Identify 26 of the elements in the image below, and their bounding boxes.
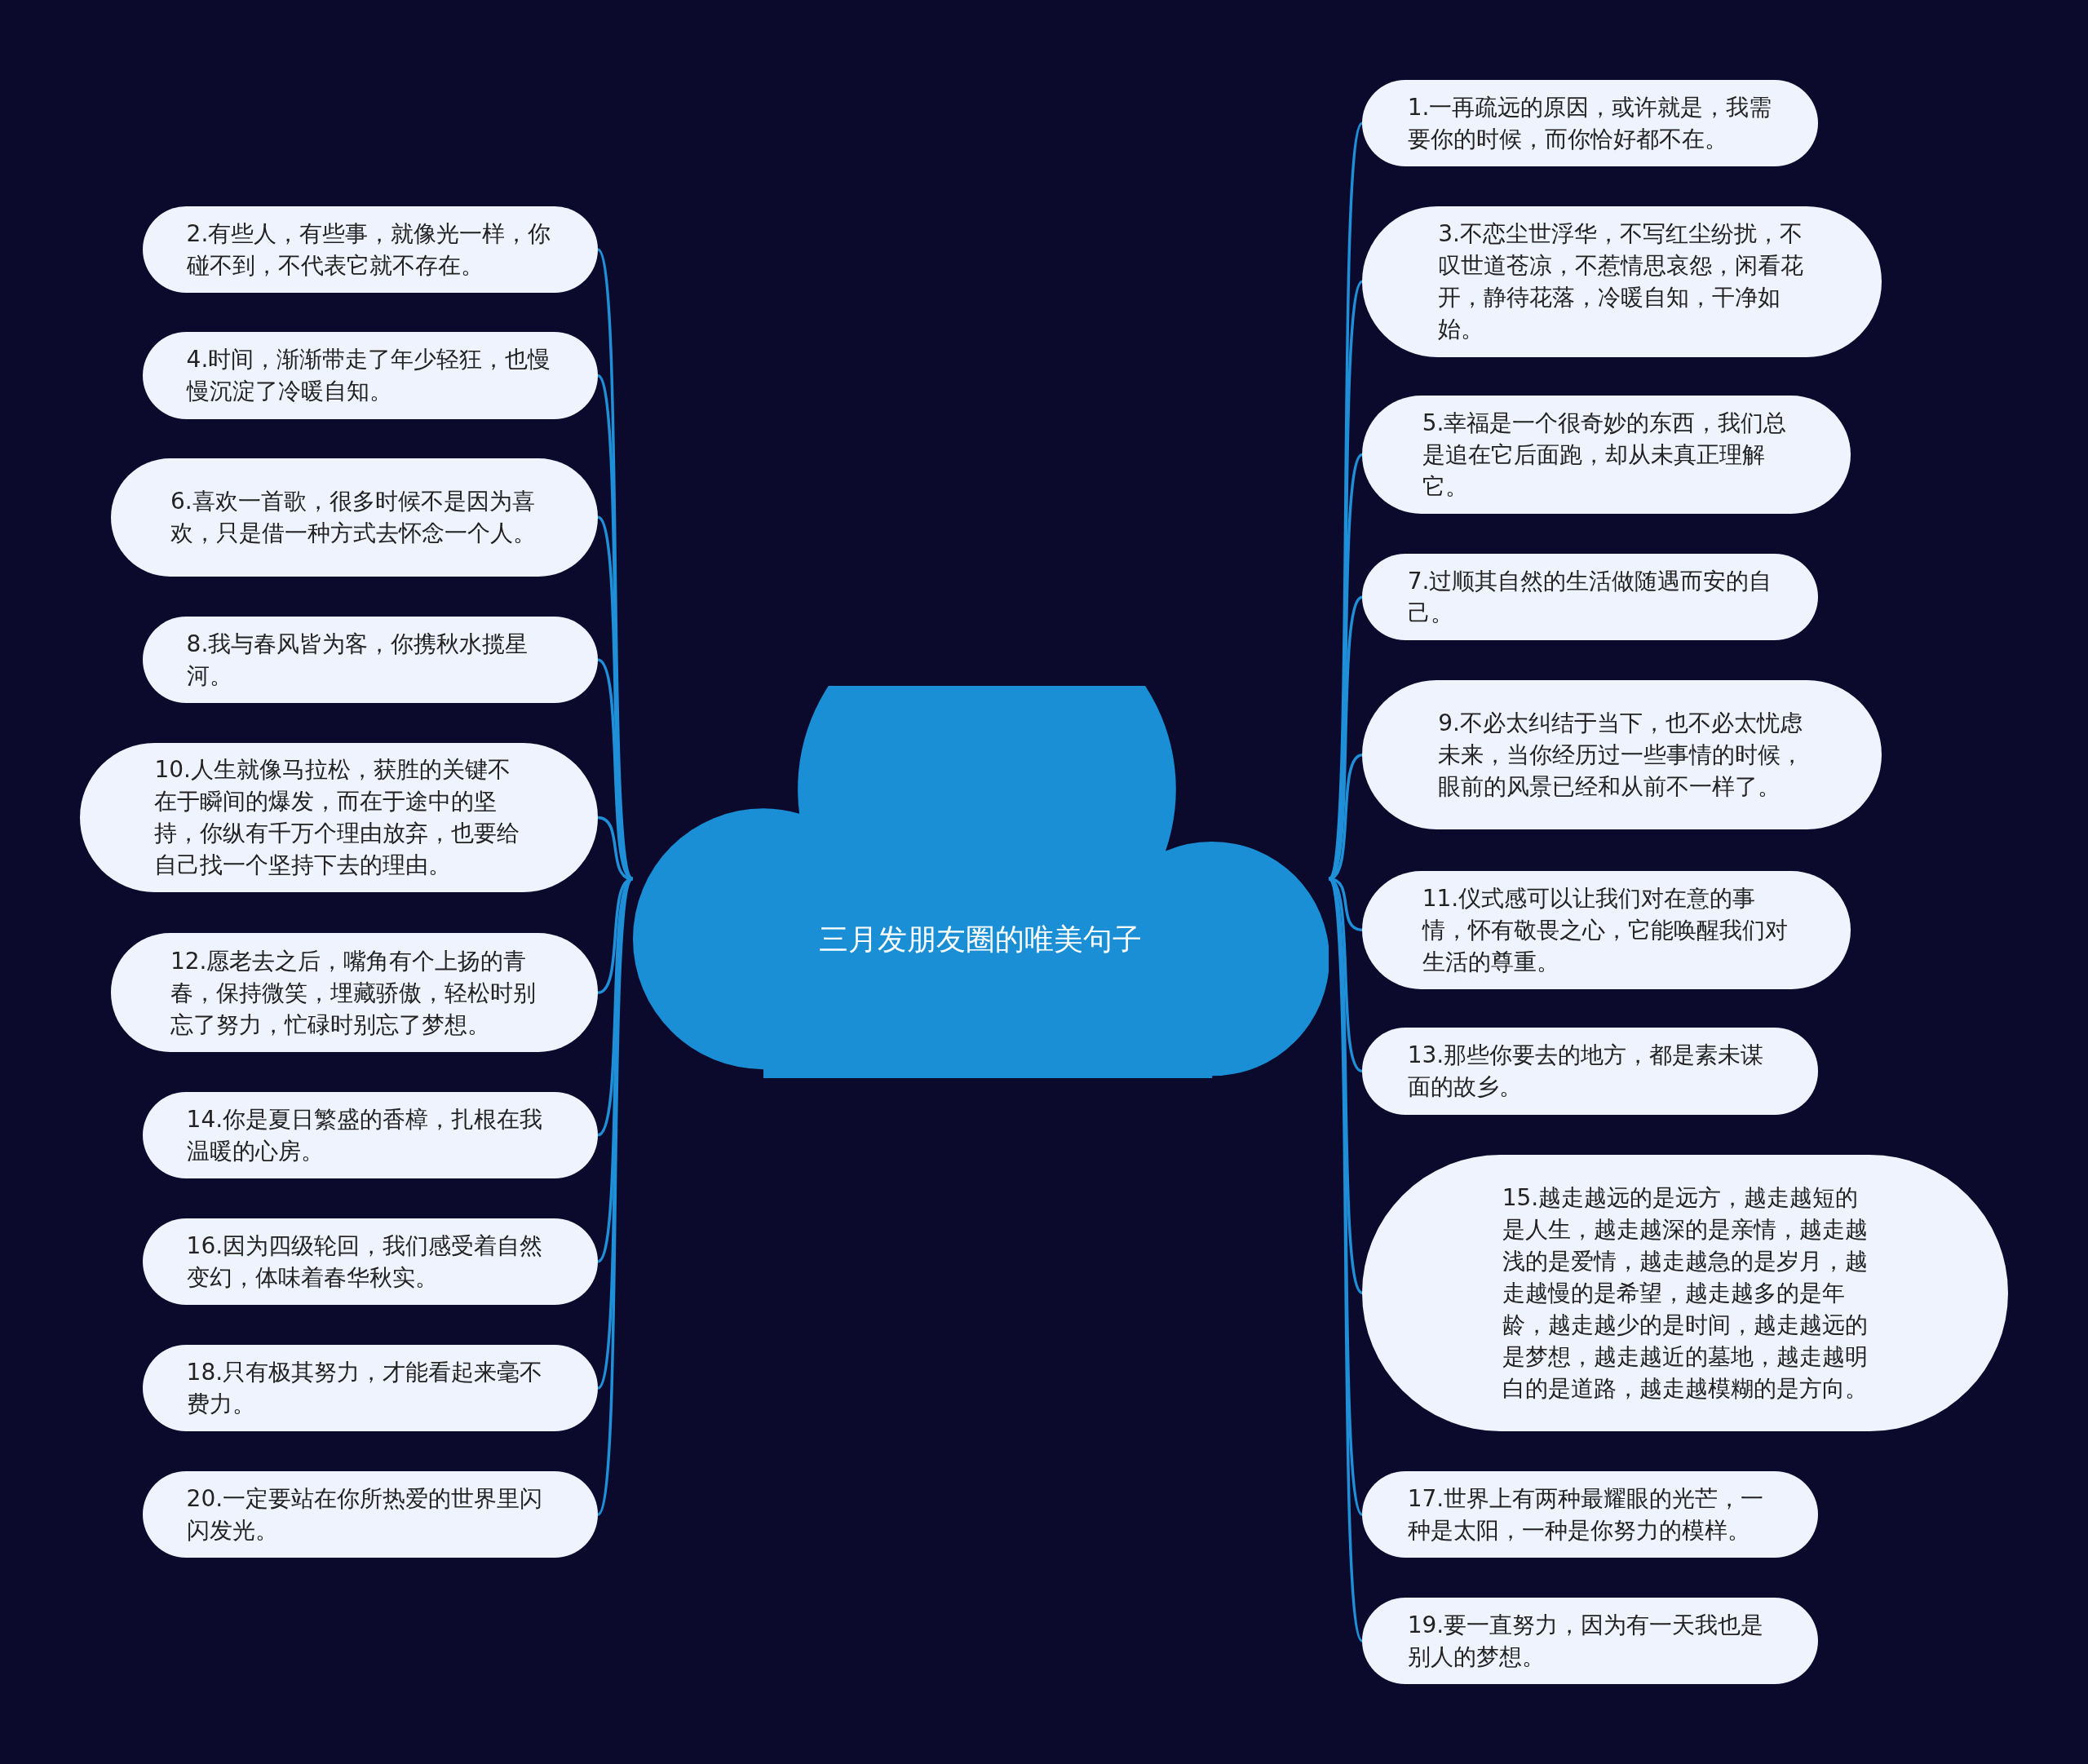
quote-bubble: 14.你是夏日繁盛的香樟，扎根在我温暖的心房。 <box>142 1091 599 1178</box>
connector-line <box>1328 754 1363 881</box>
quote-bubble: 13.那些你要去的地方，都是素未谋面的故乡。 <box>1362 1028 1818 1115</box>
connector-line <box>597 658 634 880</box>
quote-bubble: 19.要一直努力，因为有一天我也是别人的梦想。 <box>1362 1598 1818 1685</box>
quote-bubble: 3.不恋尘世浮华，不写红尘纷扰，不叹世道苍凉，不惹情思哀怨，闲看花开，静待花落，冷暖自知，干净如始。 <box>1362 206 1882 357</box>
connector-line <box>1327 878 1364 1642</box>
quote-bubble: 16.因为四级轮回，我们感受着自然变幻，体味着春华秋实。 <box>142 1218 599 1305</box>
connector-line <box>597 816 633 881</box>
quote-bubble: 20.一定要站在你所热爱的世界里闪闪发光。 <box>142 1471 599 1558</box>
quote-bubble: 8.我与春风皆为客，你携秋水揽星河。 <box>142 616 599 703</box>
quote-bubble: 12.愿老去之后，嘴角有个上扬的青春，保持微笑，埋藏骄傲，轻松时别忘了努力，忙碌时别忘了梦想。 <box>110 933 599 1052</box>
quote-bubble: 15.越走越远的是远方，越走越短的是人生，越走越深的是亲情，越走越浅的是爱情，越走越急的是岁月，越走越慢的是希望，越走越多的是年龄，越走越少的是时间，越走越远的是梦想，越走越近的墓地，越走越明白的是道路，越走越模糊的是方向。 <box>1362 1154 2009 1432</box>
connector-line <box>1328 596 1364 880</box>
quote-bubble: 2.有些人，有些事，就像光一样，你碰不到，不代表它就不存在。 <box>142 206 599 294</box>
quote-bubble: 10.人生就像马拉松，获胜的关键不在于瞬间的爆发，而在于途中的坚持，你纵有千万个理由放弃，也要给自己找一个坚持下去的理由。 <box>79 743 599 892</box>
quote-bubble: 9.不必太纠结于当下，也不必太忧虑未来，当你经历过一些事情的时候，眼前的风景已经和从前不一样了。 <box>1362 680 1882 830</box>
topic-text: 三月发朋友圈的唯美句子 <box>818 921 1144 957</box>
quote-bubble: 1.一再疏远的原因，或许就是，我需要你的时候，而你恰好都不在。 <box>1362 79 1818 167</box>
quote-bubble: 17.世界上有两种最耀眼的光芒，一种是太阳，一种是你努力的模样。 <box>1362 1471 1818 1558</box>
quote-bubble: 7.过顺其自然的生活做随遇而安的自己。 <box>1362 554 1818 641</box>
quote-bubble: 4.时间，渐渐带走了年少轻狂，也慢慢沉淀了冷暖自知。 <box>142 331 599 420</box>
quote-bubble: 6.喜欢一首歌，很多时候不是因为喜欢，只是借一种方式去怀念一个人。 <box>110 458 599 577</box>
quote-bubble: 5.幸福是一个很奇妙的东西，我们总是追在它后面跑，却从未真正理解它。 <box>1362 395 1851 515</box>
quote-bubble: 18.只有极其努力，才能看起来毫不费力。 <box>142 1344 599 1432</box>
quote-bubble: 11.仪式感可以让我们对在意的事情，怀有敬畏之心，它能唤醒我们对生活的尊重。 <box>1362 870 1851 990</box>
